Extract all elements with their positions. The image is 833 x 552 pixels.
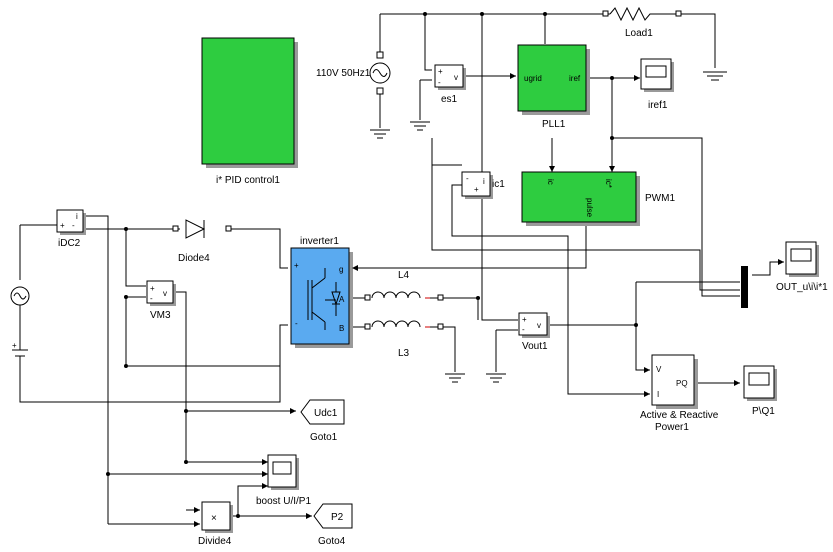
pwm-block[interactable]: ic ic* pulse PWM1 — [521, 171, 675, 226]
boost-scope[interactable]: boost U/I/P1 — [256, 454, 311, 507]
signal-arrows — [194, 73, 784, 527]
svg-text:+: + — [294, 261, 299, 270]
es-label: es1 — [441, 94, 458, 105]
junctions — [106, 12, 638, 518]
goto4-label: Goto4 — [318, 536, 346, 547]
dc-battery[interactable]: + — [12, 340, 28, 370]
svg-text:v: v — [537, 321, 541, 330]
svg-text:×: × — [211, 513, 217, 524]
svg-text:B: B — [339, 324, 344, 333]
boost-scope-label: boost U/I/P1 — [256, 496, 311, 507]
vm-measure-block[interactable]: + - v VM3 — [146, 280, 176, 321]
svg-text:+: + — [438, 67, 443, 76]
svg-text:I: I — [657, 390, 659, 399]
svg-text:PQ: PQ — [676, 379, 688, 388]
dc-source-ac[interactable] — [10, 286, 30, 306]
inductor-l4[interactable]: L4 — [364, 270, 444, 301]
ground-source — [370, 129, 390, 139]
ac-source-grid[interactable]: 110V 50Hz1 — [316, 51, 391, 95]
idc-measure-block[interactable]: + - i iDC2 — [56, 209, 86, 249]
svg-text:+: + — [522, 315, 527, 324]
p2-tag: P2 — [331, 512, 344, 523]
svg-text:-: - — [438, 78, 441, 87]
svg-text:+: + — [12, 341, 17, 350]
divide-label: Divide4 — [198, 536, 232, 547]
out-scope-label: OUT_u\i\i*1 — [776, 282, 828, 293]
diode-block[interactable]: Diode4 — [172, 219, 232, 264]
idc-label: iDC2 — [58, 238, 81, 249]
pq-label-line2: Power1 — [655, 422, 689, 433]
pid-block[interactable]: i* PID control1 — [201, 37, 298, 186]
pq-scope[interactable]: P\Q1 — [743, 365, 777, 417]
iref-label: iref1 — [648, 100, 668, 111]
svg-text:ic*: ic* — [604, 179, 613, 188]
pid-label: i* PID control1 — [216, 175, 280, 186]
mux-bar — [741, 266, 748, 308]
vout-label: Vout1 — [522, 341, 548, 352]
pq-block[interactable]: V I PQ Active & Reactive Power1 — [640, 354, 719, 433]
ic-label: ic1 — [492, 179, 505, 190]
divide-block[interactable]: × Divide4 — [198, 501, 233, 547]
ground-es — [410, 121, 430, 131]
svg-text:V: V — [656, 365, 662, 374]
svg-text:-: - — [466, 174, 469, 183]
diode-label: Diode4 — [178, 253, 210, 264]
out-scope[interactable]: OUT_u\i\i*1 — [776, 241, 828, 293]
svg-text:ugrid: ugrid — [524, 74, 542, 83]
pq-label-line1: Active & Reactive — [640, 410, 719, 421]
ac-source-label: 110V 50Hz1 — [316, 68, 371, 79]
svg-text:iref: iref — [569, 74, 581, 83]
es-measure-block[interactable]: + - v es1 — [434, 64, 466, 105]
gate-arrow — [352, 265, 358, 271]
inverter-label: inverter1 — [300, 236, 339, 247]
svg-text:g: g — [339, 265, 343, 274]
load-block[interactable]: Load1 — [602, 6, 682, 39]
goto1-label: Goto1 — [310, 432, 338, 443]
pwm-label: PWM1 — [645, 193, 675, 204]
svg-text:v: v — [454, 73, 458, 82]
svg-text:i: i — [76, 212, 78, 221]
iref-scope[interactable]: iref1 — [640, 58, 674, 111]
ground-load — [703, 71, 727, 81]
svg-text:A: A — [339, 295, 345, 304]
load-label: Load1 — [625, 28, 653, 39]
inductor-l3[interactable]: L3 — [364, 320, 444, 359]
ground-l3 — [445, 373, 465, 383]
l4-label: L4 — [398, 270, 410, 281]
ic-measure-block[interactable]: - + i ic1 — [461, 171, 505, 199]
svg-text:i: i — [483, 177, 485, 186]
inverter-block[interactable]: inverter1 + - g A B — [290, 236, 353, 348]
l3-label: L3 — [398, 348, 410, 359]
svg-text:pulse: pulse — [585, 198, 594, 218]
vout-measure-block[interactable]: + - v Vout1 — [518, 312, 550, 352]
svg-text:-: - — [522, 325, 525, 334]
ground-vout — [486, 373, 506, 383]
udc-tag: Udc1 — [314, 408, 338, 419]
svg-text:+: + — [150, 284, 155, 293]
pq-scope-label: P\Q1 — [752, 406, 775, 417]
svg-text:ic: ic — [546, 179, 555, 185]
svg-text:-: - — [295, 319, 298, 328]
pll-label: PLL1 — [542, 119, 566, 130]
wires — [19, 13, 784, 525]
goto-p2[interactable]: P2 Goto4 — [313, 503, 353, 547]
svg-text:v: v — [163, 289, 167, 298]
vm-label: VM3 — [150, 310, 171, 321]
svg-text:+: + — [60, 221, 65, 230]
svg-text:-: - — [72, 221, 75, 230]
svg-text:-: - — [150, 294, 153, 303]
pll-block[interactable]: ugrid iref PLL1 — [517, 44, 590, 130]
svg-text:+: + — [474, 185, 479, 194]
goto-udc[interactable]: Udc1 Goto1 — [300, 399, 345, 443]
